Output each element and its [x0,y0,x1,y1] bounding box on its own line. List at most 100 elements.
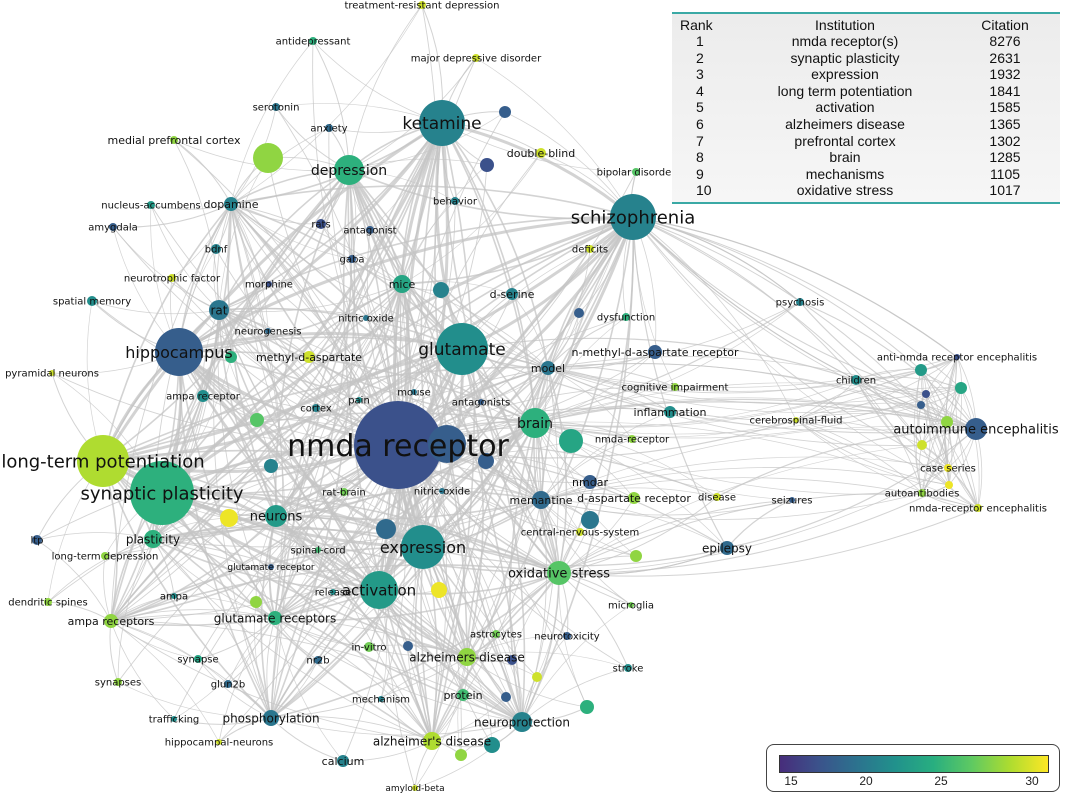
network-edge [161,492,542,521]
keyword-cell: nmda receptor(s) [791,33,899,49]
node-label: schizophrenia [571,207,696,228]
network-edge [230,203,284,619]
node-label: calcium [322,755,365,768]
network-node [451,197,459,205]
network-node [268,564,274,570]
network-edge [855,356,958,381]
network-node [363,315,369,321]
rank-cell: 7 [696,132,704,149]
network-edge [534,316,627,424]
network-edge [110,620,220,743]
network-edge [401,283,523,723]
network-edge [547,366,676,388]
network-edge [632,216,922,406]
node-label: neurotoxicity [534,632,599,643]
network-node [484,737,500,753]
network-edge [521,604,632,723]
network-node [851,375,861,385]
network-edge [152,538,468,658]
network-edge [275,283,403,517]
network-edge [110,609,276,622]
network-node [423,732,441,750]
network-edge [218,216,634,311]
network-edge [348,158,488,171]
network-edge [466,499,542,658]
network-edge [117,538,154,683]
network-node [536,148,546,158]
network-node [393,275,411,293]
network-edge [230,4,423,205]
network-node [144,530,162,548]
network-edge [540,438,633,501]
network-edge [466,656,493,746]
network-node [250,413,264,427]
network-edge [855,379,950,486]
network-edge [348,169,536,424]
network-node [918,489,926,497]
network-edge [218,308,549,369]
node-label: mechanism [352,695,410,706]
node-label: dendritic spines [8,598,88,609]
network-edge [218,309,317,409]
network-node [480,158,494,172]
network-node [109,223,117,231]
node-label: alzheimers-disease [409,650,524,664]
network-edge [534,422,637,557]
node-label: memantine [509,494,572,507]
network-node [965,418,987,440]
network-edge [632,216,797,421]
network-edge [152,538,433,742]
network-edge [534,387,962,435]
network-edge [173,139,232,205]
network-edge [47,444,399,603]
citation-cell: 1105 [989,165,1021,182]
network-node [574,308,584,318]
network-edge [348,169,634,220]
network-edge [920,404,979,509]
node-label: antidepressant [276,37,351,48]
network-edge [152,538,276,619]
network-edge [401,283,447,742]
network-node [664,406,676,418]
network-edge [51,372,399,446]
rank-cell: 9 [696,165,704,182]
network-edge [558,492,923,574]
network-node [220,509,238,527]
network-edge [117,444,399,683]
network-node [559,429,583,453]
network-edge [920,404,950,486]
network-edge [795,402,922,421]
node-label: glutamate [418,340,505,360]
network-node [671,383,679,391]
rank-cell: 6 [696,115,704,132]
network-node [563,632,571,640]
network-node [337,755,349,767]
node-label: spatial memory [53,297,131,308]
network-edge [726,428,977,549]
node-label: treatment-resistant depression [344,1,499,12]
keyword-cell: expression [811,66,879,83]
network-edge [947,387,962,469]
network-edge [230,40,314,205]
network-node [941,416,953,428]
network-edge [227,617,276,685]
network-edge [397,4,439,446]
network-edge [534,397,948,424]
network-edge [534,356,958,427]
network-node [360,571,398,609]
node-label: bipolar disorder [597,168,677,179]
network-node [340,488,348,496]
network-edge [716,428,977,498]
node-label: long-term depression [52,552,159,563]
network-node [325,124,333,132]
network-edge [441,122,549,369]
network-edge [91,300,399,446]
node-label: ketamine [402,114,481,134]
network-edge [632,216,958,358]
keyword-cell: prefrontal cortex [794,132,896,149]
network-edge [348,169,549,369]
node-label: rat [211,303,228,317]
network-edge [920,369,950,486]
